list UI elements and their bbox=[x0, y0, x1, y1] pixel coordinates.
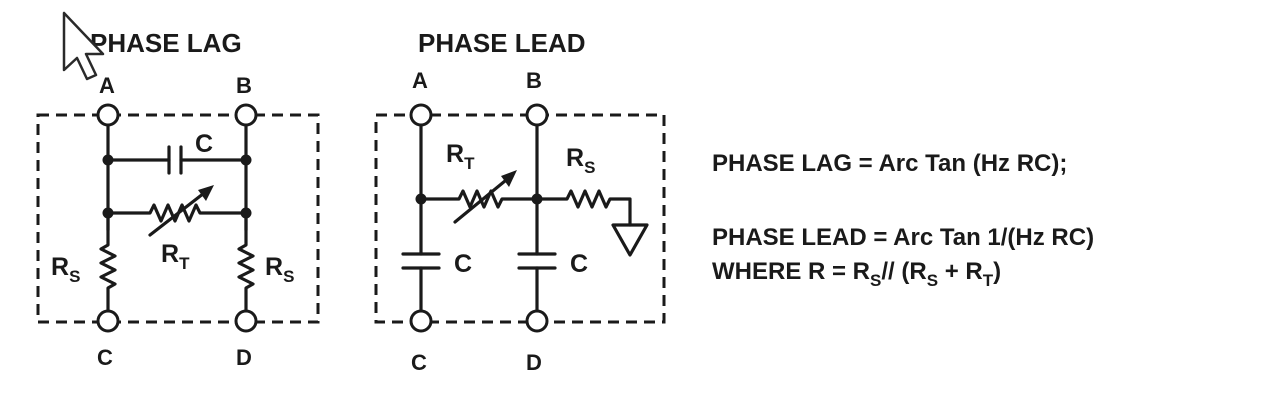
lead-rt-resistor bbox=[419, 189, 539, 209]
lag-terminal-b bbox=[234, 103, 258, 127]
lag-rs-left-resistor bbox=[99, 211, 117, 312]
lag-terminal-b-label: B bbox=[236, 73, 252, 98]
lag-rt-arrowhead bbox=[198, 185, 214, 201]
lag-rs-left-label: RS bbox=[51, 253, 80, 286]
lag-junction-dot bbox=[102, 154, 114, 166]
lag-dashed-boundary bbox=[36, 113, 320, 324]
lead-terminal-a bbox=[409, 103, 433, 127]
lead-terminal-b bbox=[525, 103, 549, 127]
lead-terminal-c bbox=[409, 309, 433, 333]
lag-rt-label: RT bbox=[161, 240, 190, 273]
phase-lead-network: PHASE LEAD A B C D RT RS C C bbox=[374, 28, 666, 375]
lag-terminal-c-label: C bbox=[97, 345, 113, 370]
lag-terminal-a-label: A bbox=[99, 73, 115, 98]
lead-cap-left-label: C bbox=[454, 250, 472, 278]
lead-junction-dot bbox=[531, 193, 543, 205]
lag-cap-label: C bbox=[195, 130, 213, 158]
phase-lead-title: PHASE LEAD bbox=[418, 28, 586, 58]
lag-junction-dot bbox=[102, 207, 114, 219]
lag-terminal-d-label: D bbox=[236, 345, 252, 370]
mouse-cursor-icon bbox=[62, 11, 105, 81]
lead-terminal-d bbox=[525, 309, 549, 333]
lag-junction-dot bbox=[240, 207, 252, 219]
lead-rs-label: RS bbox=[566, 144, 595, 177]
lag-junction-dot bbox=[240, 154, 252, 166]
lead-terminal-d-label: D bbox=[526, 350, 542, 375]
where-r-equation: WHERE R = RS// (RS + RT) bbox=[712, 258, 1001, 290]
lead-rt-label: RT bbox=[446, 140, 475, 173]
lag-rt-trim-arrow bbox=[148, 188, 210, 237]
lead-dashed-boundary bbox=[374, 113, 666, 324]
phase-lag-network: PHASE LAG A B C D C RT RS RS bbox=[36, 28, 320, 370]
lag-terminal-d bbox=[234, 309, 258, 333]
phase-lag-equation: PHASE LAG = Arc Tan (Hz RC); bbox=[712, 150, 1067, 177]
lead-rt-arrowhead bbox=[501, 170, 517, 187]
lag-rs-right-resistor bbox=[237, 211, 255, 312]
phase-lead-equation: PHASE LEAD = Arc Tan 1/(Hz RC) bbox=[712, 224, 1094, 251]
equations: PHASE LAG = Arc Tan (Hz RC); PHASE LEAD … bbox=[712, 150, 1094, 290]
lag-terminal-a bbox=[96, 103, 120, 127]
lead-terminal-b-label: B bbox=[526, 68, 542, 93]
phase-lag-title: PHASE LAG bbox=[90, 28, 242, 58]
lag-rs-right-label: RS bbox=[265, 253, 294, 286]
lag-terminal-c bbox=[96, 309, 120, 333]
lead-terminal-a-label: A bbox=[412, 68, 428, 93]
lead-terminal-c-label: C bbox=[411, 350, 427, 375]
lead-rs-resistor bbox=[535, 189, 632, 227]
lead-junction-dot bbox=[415, 193, 427, 205]
lag-rt-resistor bbox=[106, 203, 248, 223]
ground-icon bbox=[611, 223, 649, 257]
lead-cap-right-label: C bbox=[570, 250, 588, 278]
lead-rt-trim-arrow bbox=[453, 174, 513, 224]
